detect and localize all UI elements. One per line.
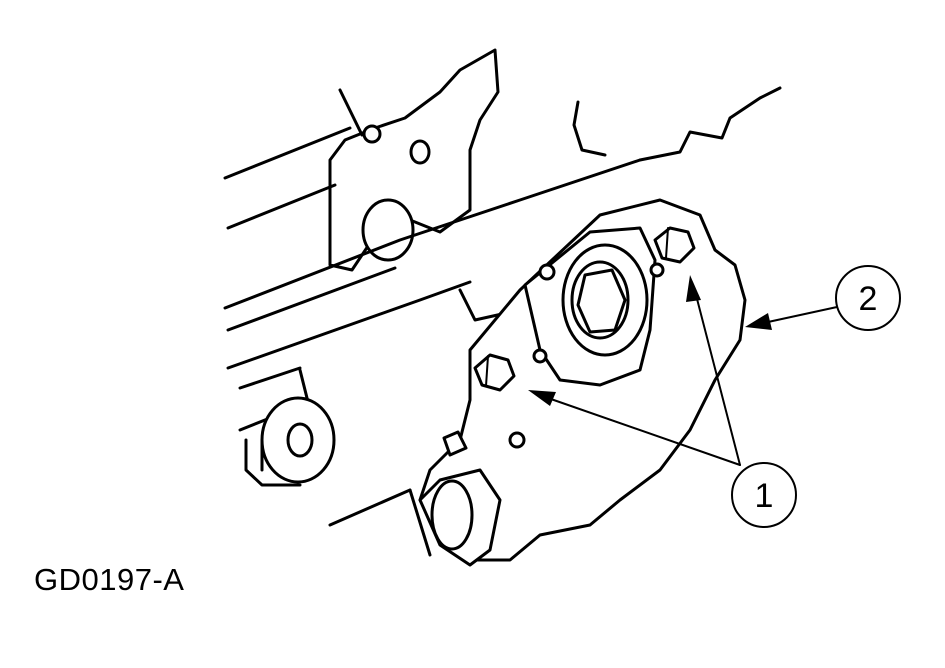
callout-1: 1 [731, 462, 797, 528]
bolt-upper [653, 226, 696, 264]
sensor-housing [418, 198, 747, 567]
leader-line-1a [528, 390, 741, 466]
callout-2-number: 2 [859, 280, 878, 318]
bolt-lower [473, 353, 516, 392]
case-boss [260, 396, 336, 484]
callout-1-number: 1 [755, 477, 774, 515]
leader-line-2 [745, 306, 838, 330]
upper-bracket [223, 48, 500, 272]
callout-2: 2 [835, 265, 901, 331]
leader-line-1b [686, 275, 741, 466]
figure-id-label: GD0197-A [34, 562, 185, 597]
